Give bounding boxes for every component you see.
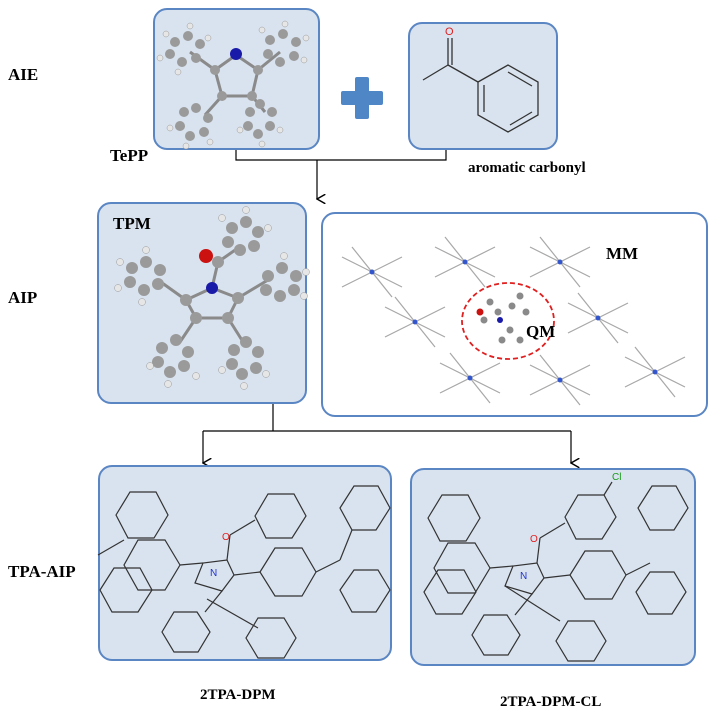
aromatic-carbonyl-box [408, 22, 558, 150]
dpm-cl-box [410, 468, 696, 666]
tepp-label: TePP [110, 146, 149, 165]
dpm-cl-nitrogen-label: N [520, 571, 527, 582]
row-label-aie: AIE [8, 65, 39, 84]
tpm-box [97, 202, 307, 404]
oxygen-label: O [445, 26, 454, 38]
dpm-nitrogen-label: N [210, 568, 217, 579]
dpm-cl-oxygen-label: O [530, 534, 538, 545]
aromatic-carbonyl-label: aromatic carbonyl [468, 160, 586, 176]
dpm-box [98, 465, 392, 661]
dpm-label: 2TPA-DPM [200, 687, 276, 703]
merge-connector [235, 150, 447, 161]
qm-label: QM [526, 322, 556, 341]
row-label-aip: AIP [8, 288, 38, 307]
mm-label: MM [606, 244, 639, 263]
row-label-tpa-aip: TPA-AIP [8, 562, 76, 581]
dpm-cl-label: 2TPA-DPM-CL [500, 694, 602, 710]
dpm-oxygen-label: O [222, 532, 230, 543]
tpm-label: TPM [113, 214, 151, 233]
qm-region-circle [461, 282, 555, 360]
mm-box [321, 212, 708, 417]
chlorine-label: Cl [612, 472, 621, 483]
